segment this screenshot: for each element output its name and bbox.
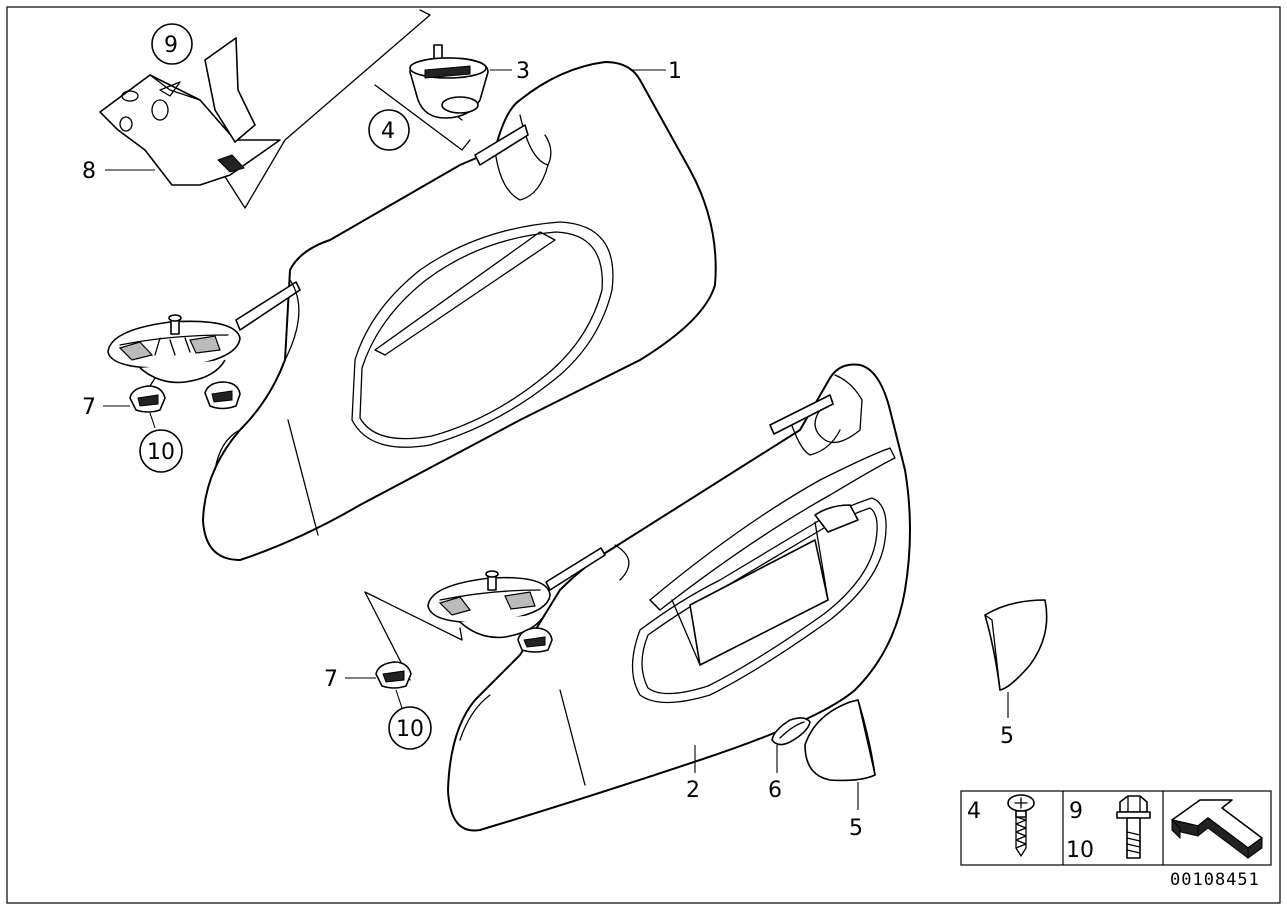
callout-10-lower: 10 — [396, 717, 424, 742]
legend-item-4: 4 — [967, 799, 981, 824]
callout-5-right: 5 — [1000, 724, 1014, 749]
callout-5-lower: 5 — [849, 816, 863, 841]
callout-4: 4 — [381, 119, 395, 144]
callout-2: 2 — [686, 778, 700, 803]
visor-mount-lower — [364, 570, 553, 681]
bearing-part-3 — [374, 44, 489, 151]
cover-part-5-right — [984, 599, 1048, 691]
clip-part-7-upper — [129, 377, 241, 413]
callouts: 1 3 9 4 8 7 10 7 10 2 6 5 5 — [82, 23, 1014, 841]
clip-part-6 — [771, 717, 811, 746]
diagram-reference-id: 00108451 — [1170, 870, 1260, 890]
cover-part-5-lower — [804, 699, 876, 782]
callout-9: 9 — [164, 33, 178, 58]
callout-1: 1 — [668, 59, 682, 84]
clip-part-7-lower — [375, 661, 412, 689]
diagram-frame — [6, 6, 1281, 904]
bolt-icon — [1116, 795, 1151, 859]
callout-3: 3 — [516, 59, 530, 84]
visor-mount-upper — [107, 314, 241, 384]
hardware-legend: 4 9 10 — [960, 790, 1272, 866]
mounting-bracket-part-8 — [99, 9, 431, 209]
callout-10-upper: 10 — [147, 440, 175, 465]
legend-item-9: 9 — [1069, 799, 1083, 824]
callout-7-lower: 7 — [324, 667, 338, 692]
callout-9-circle — [151, 23, 193, 65]
sun-visor-part-1 — [202, 61, 717, 561]
leader-lines — [103, 69, 1009, 810]
callout-7-upper: 7 — [82, 395, 96, 420]
screw-icon — [1007, 794, 1035, 857]
callout-6: 6 — [768, 778, 782, 803]
sun-visor-part-2 — [447, 363, 911, 832]
direction-arrow-icon — [1171, 799, 1263, 859]
callout-8: 8 — [82, 159, 96, 184]
legend-item-10: 10 — [1066, 838, 1094, 863]
callout-4-circle — [368, 109, 410, 151]
callout-10-upper-circle — [139, 429, 183, 473]
callout-10-lower-circle — [388, 706, 432, 750]
